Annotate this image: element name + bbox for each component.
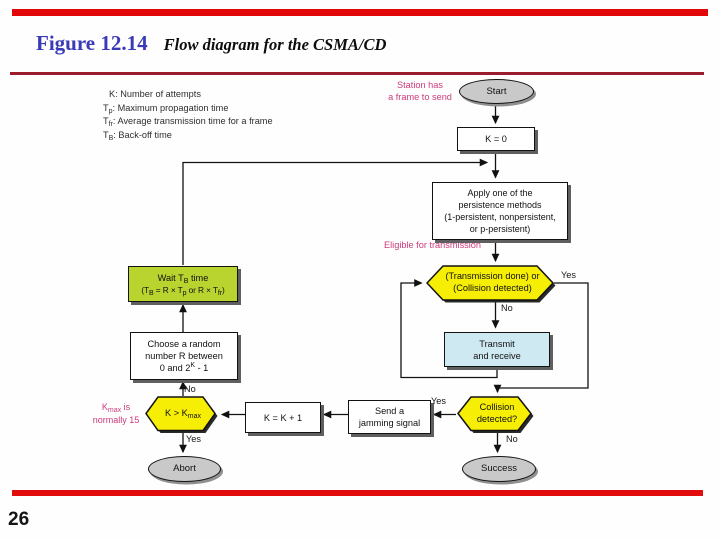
top-accent-bar — [12, 9, 708, 16]
bottom-accent-bar — [12, 490, 703, 496]
transmit-receive-box: Transmit and receive — [444, 332, 550, 367]
kmax-yes-label: Yes — [186, 434, 201, 444]
increment-k-box: K = K + 1 — [245, 402, 321, 433]
legend: K: Number of attempts Tp: Maximum propag… — [103, 88, 273, 142]
station-note: Station has a frame to send — [388, 80, 452, 102]
success-terminal: Success — [462, 456, 536, 482]
kmax-no-label: No — [184, 384, 196, 394]
transdone-yes-label: Yes — [561, 270, 576, 280]
apply-persistence-box: Apply one of the persistence methods (1-… — [432, 182, 568, 240]
hexagon-shape — [145, 396, 218, 433]
transmission-done-decision: (Transmission done) or (Collision detect… — [426, 265, 559, 304]
figure-title: Flow diagram for the CSMA/CD — [163, 35, 387, 54]
page-number: 26 — [8, 509, 30, 530]
jamming-signal-box: Send a jamming signal — [348, 400, 431, 434]
hexagon-shape — [457, 396, 534, 433]
legend-line: TB: Back-off time — [103, 129, 172, 142]
start-terminal: Start — [459, 79, 534, 104]
legend-line: Tp: Maximum propagation time — [103, 102, 229, 115]
set-k-zero-box: K = 0 — [457, 127, 535, 151]
legend-line: Tfr: Average transmission time for a fra… — [103, 116, 273, 128]
wait-backoff-box: Wait TB time (TB = R × Tp or R × Tfr) — [128, 266, 238, 302]
collision-yes-label: Yes — [431, 396, 446, 406]
kmax-note: Kmax is normally 15 — [92, 402, 140, 425]
figure-header: Figure 12.14 Flow diagram for the CSMA/C… — [36, 31, 386, 56]
collision-no-label: No — [506, 434, 518, 444]
eligible-note: Eligible for transmission — [384, 240, 482, 250]
abort-terminal: Abort — [148, 456, 221, 482]
transdone-no-label: No — [501, 303, 513, 313]
legend-line: K: Number of attempts — [109, 89, 201, 99]
choose-random-box: Choose a random number R between 0 and 2… — [130, 332, 238, 380]
header-divider — [10, 72, 704, 75]
collision-detected-decision: Collision detected? — [457, 396, 537, 436]
figure-number: Figure 12.14 — [36, 31, 148, 55]
kmax-decision: K > Kmax — [145, 396, 221, 436]
